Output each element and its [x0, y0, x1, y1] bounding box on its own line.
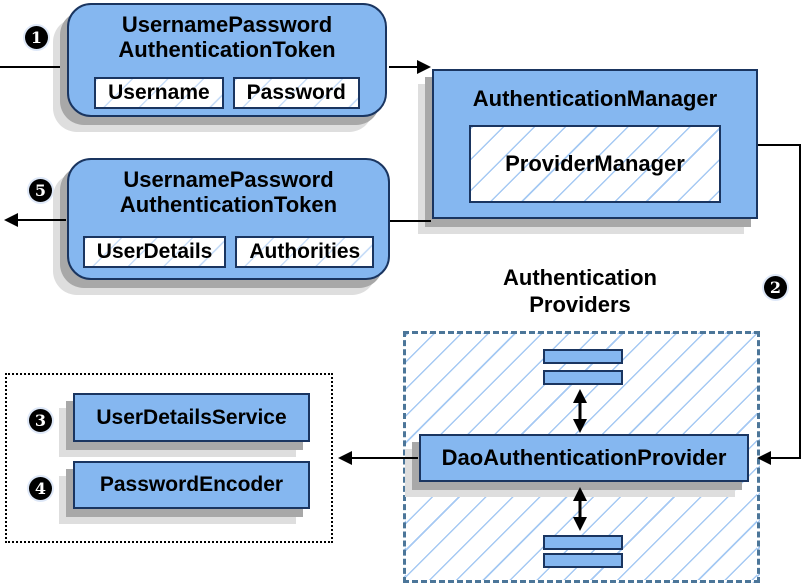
response-token-fields: UserDetails Authorities	[69, 236, 388, 268]
request-token-title-line2: AuthenticationToken	[118, 37, 336, 62]
token-to-manager-arrowhead	[417, 60, 431, 74]
provider-stack-bar	[543, 553, 623, 568]
user-details-service-node: UserDetailsService	[73, 393, 310, 442]
userdetails-field-box: UserDetails	[82, 236, 227, 268]
dao-to-dependencies-arrowhead	[338, 451, 352, 465]
provider-stack-bar	[543, 349, 623, 364]
provider-stack-bar	[543, 370, 623, 385]
response-token-title-line1: UsernamePassword	[123, 167, 334, 192]
dao-authentication-provider-node: DaoAuthenticationProvider	[419, 434, 749, 482]
request-token-title-line1: UsernamePassword	[121, 12, 333, 37]
provider-stack-bar	[543, 535, 623, 550]
password-encoder-node: PasswordEncoder	[73, 461, 310, 509]
username-field-box: Username	[94, 77, 224, 109]
authentication-providers-label: Authentication Providers	[455, 264, 705, 318]
outgoing-response-arrowhead	[4, 213, 18, 227]
authentication-manager-node: AuthenticationManager ProviderManager	[432, 69, 758, 219]
response-token-title: UsernamePassword AuthenticationToken	[69, 160, 388, 217]
step-1-badge: 1	[25, 26, 48, 49]
request-token-node: UsernamePassword AuthenticationToken Use…	[67, 3, 387, 117]
step-4-badge: 4	[29, 477, 52, 500]
authentication-providers-label-line1: Authentication	[503, 265, 657, 290]
manager-to-provider-line	[758, 144, 801, 459]
step-3-badge: 3	[29, 409, 52, 432]
step-2-badge: 2	[764, 276, 787, 299]
provider-manager-node: ProviderManager	[469, 125, 721, 203]
authentication-providers-label-line2: Providers	[529, 292, 631, 317]
step-5-badge: 5	[29, 179, 52, 202]
request-token-title: UsernamePassword AuthenticationToken	[69, 5, 385, 62]
dependencies-group-box	[5, 373, 333, 543]
request-token-fields: Username Password	[69, 77, 385, 109]
response-token-node: UsernamePassword AuthenticationToken Use…	[67, 158, 390, 280]
password-field-box: Password	[232, 77, 360, 109]
authorities-field-box: Authorities	[235, 236, 375, 268]
authentication-manager-title: AuthenticationManager	[472, 86, 718, 111]
response-token-title-line2: AuthenticationToken	[119, 192, 338, 217]
